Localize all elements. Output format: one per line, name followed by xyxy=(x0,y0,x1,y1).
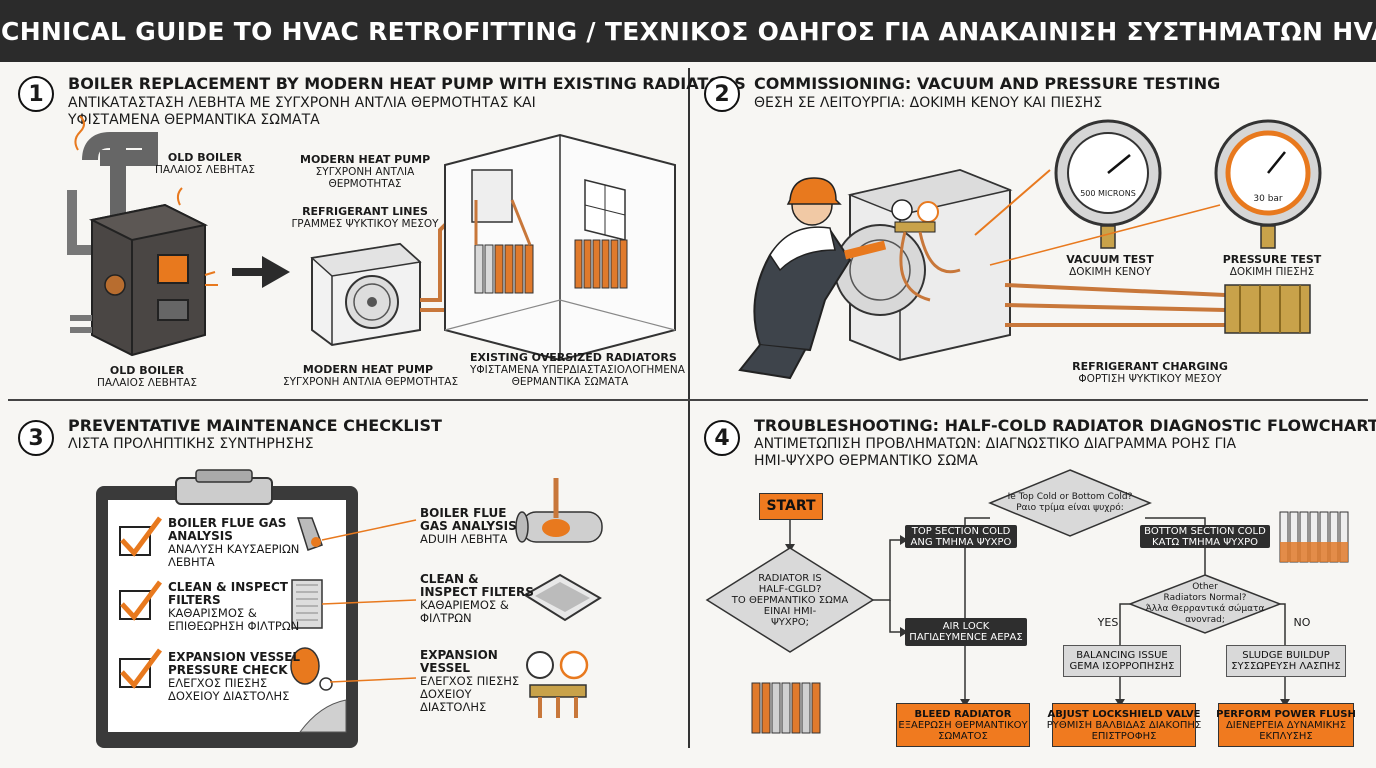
flow-no-label: NO xyxy=(1293,616,1311,629)
page-title: TECHNICAL GUIDE TO HVAC RETROFITTING / Τ… xyxy=(0,16,1376,46)
section-4-subtitle-line2: ΗΜΙ-ΨΥΧΡΟ ΘΕΡΜΑΝΤΙΚΟ ΣΩΜΑ xyxy=(754,453,978,469)
section-2-subtitle: ΘΕΣΗ ΣΕ ΛΕΙΤΟΥΡΓΙΑ: ΔΟΚΙΜΗ ΚΕΝΟΥ ΚΑΙ ΠΙΕ… xyxy=(754,95,1103,111)
section-3-illustration xyxy=(96,469,603,748)
horizontal-divider xyxy=(8,399,1368,401)
section-2-illustration xyxy=(738,119,1322,380)
section-number-2: 2 xyxy=(704,76,740,112)
section-number-1: 1 xyxy=(18,76,54,112)
vertical-divider xyxy=(688,68,690,748)
section-1-illustration xyxy=(67,115,676,362)
flow-decision-top-bottom: Ie Top Cold or Bottom Cold?Ραιο τpίμα eί… xyxy=(1007,492,1133,513)
section-2-title: COMMISSIONING: VACUUM AND PRESSURE TESTI… xyxy=(754,74,1221,93)
section-3-subtitle: ΛΙΣΤΑ ΠΡΟΛΗΠΤΙΚΗΣ ΣΥΝΤΗΡΗΣΗΣ xyxy=(68,436,314,452)
section-4-title: TROUBLESHOOTING: HALF-COLD RADIATOR DIAG… xyxy=(754,416,1376,435)
section-1-subtitle-line1: ΑΝΤΙΚΑΤΑΣΤΑΣΗ ΛΕΒΗΤΑ ΜΕ ΣΥΓΧΡΟΝΗ ΑΝΤΛΙΑ … xyxy=(68,95,536,111)
section-3-title: PREVENTATIVE MAINTENANCE CHECKLIST xyxy=(68,416,442,435)
section-number-3: 3 xyxy=(18,420,54,456)
section-4-subtitle-line1: ΑΝΤΙΜΕΤΩΠΙΣΗ ΠΡΟΒΛΗΜΑΤΩΝ: ΔΙΑΓΝΩΣΤΙΚΟ ΔΙ… xyxy=(754,436,1237,452)
pressure-gauge-reading: 30 bar xyxy=(1253,194,1283,204)
vacuum-gauge-reading: 500 MICRONS xyxy=(1080,189,1136,198)
flow-start: START xyxy=(759,493,823,520)
flow-yes-label: YES xyxy=(1097,616,1119,629)
section-1-title: BOILER REPLACEMENT BY MODERN HEAT PUMP W… xyxy=(68,74,746,93)
section-number-4: 4 xyxy=(704,420,740,456)
section-1-subtitle-line2: ΥΦΙΣΤΑΜΕΝΑ ΘΕΡΜΑΝΤΙΚΑ ΣΩΜΑΤΑ xyxy=(68,112,320,128)
header-bar: TECHNICAL GUIDE TO HVAC RETROFITTING / Τ… xyxy=(0,0,1376,62)
